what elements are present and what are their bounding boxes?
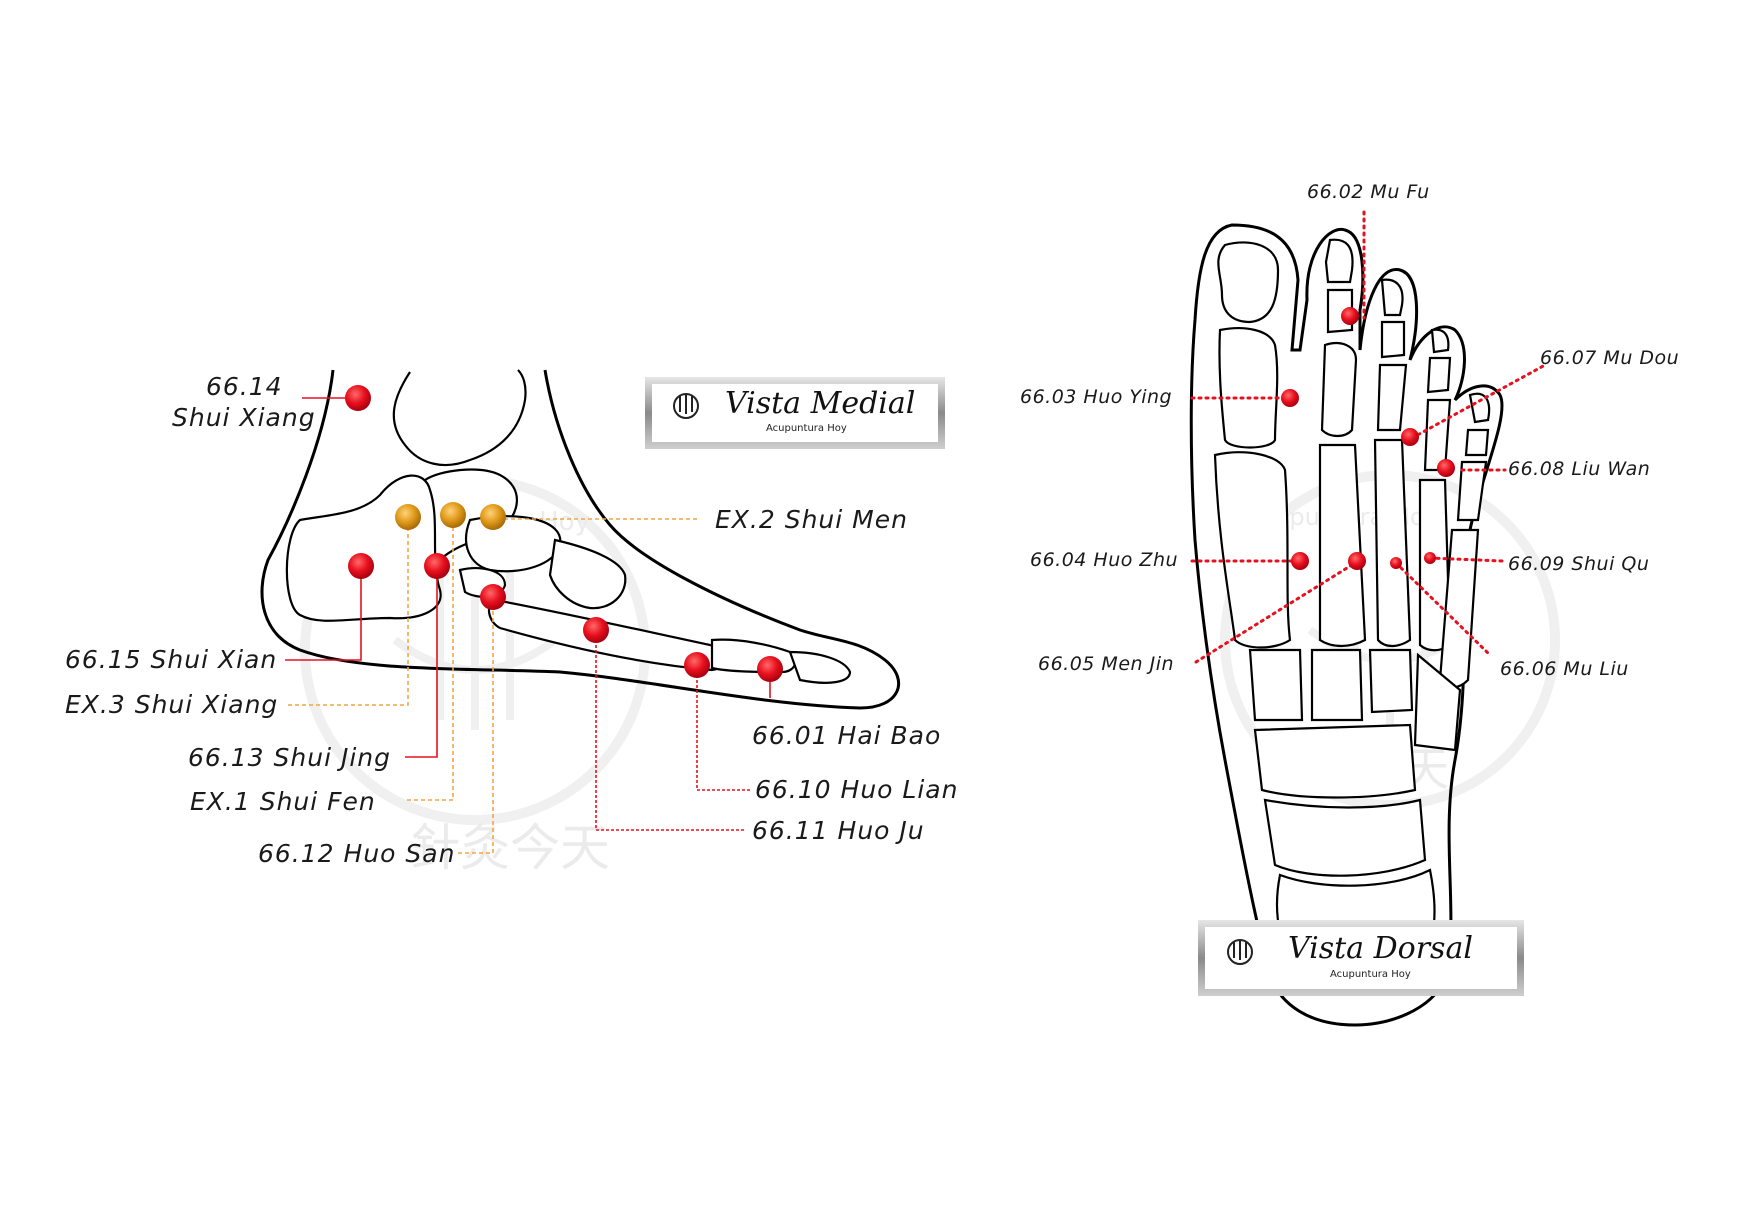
- point-66-09: [1424, 552, 1436, 564]
- point-ex3: [395, 504, 421, 530]
- leader-6610: [696, 665, 750, 791]
- point-66-15: [348, 553, 374, 579]
- leader-6605: [1194, 561, 1357, 664]
- label-6605: 66.05 Men Jin: [1038, 653, 1174, 675]
- medial-points: [345, 385, 783, 682]
- dorsal-badge-title: Vista Dorsal: [1288, 931, 1473, 966]
- point-66-05: [1348, 552, 1366, 570]
- medial-badge-subtitle: Acupuntura Hoy: [766, 423, 847, 434]
- medial-labels: 66.14 Shui Xiang EX.2 Shui Men 66.15 Shu…: [65, 372, 958, 868]
- point-66-02: [1341, 307, 1359, 325]
- point-66-03: [1281, 389, 1299, 407]
- point-66-11: [583, 617, 609, 643]
- label-6603: 66.03 Huo Ying: [1020, 386, 1172, 408]
- logo-icon: [1227, 939, 1253, 965]
- leader-6615: [285, 566, 362, 661]
- label-6613: 66.13 Shui Jing: [188, 743, 391, 772]
- medial-badge-title: Vista Medial: [725, 386, 915, 421]
- label-6614-code: 66.14: [206, 372, 283, 401]
- leader-6611: [595, 630, 745, 831]
- watermark-cjk: 針灸今天: [410, 819, 610, 877]
- point-ex2: [480, 504, 506, 530]
- medial-badge: Vista Medial Acupuntura Hoy: [645, 377, 945, 449]
- logo-icon: [673, 393, 699, 419]
- label-6607: 66.07 Mu Dou: [1540, 347, 1679, 369]
- label-6610: 66.10 Huo Lian: [755, 775, 958, 804]
- label-ex3: EX.3 Shui Xiang: [65, 690, 278, 719]
- dorsal-foot-drawing: [1189, 223, 1504, 1027]
- dorsal-leaders: [1190, 210, 1547, 664]
- leader-6613: [405, 566, 438, 758]
- leader-ex3: [285, 527, 409, 706]
- label-6606: 66.06 Mu Liu: [1500, 658, 1629, 680]
- label-6601: 66.01 Hai Bao: [752, 721, 941, 750]
- dorsal-badge: Vista Dorsal Acupuntura Hoy: [1198, 920, 1524, 996]
- leader-6609: [1428, 556, 1504, 563]
- label-6611: 66.11 Huo Ju: [752, 816, 925, 845]
- leader-6606: [1394, 561, 1492, 657]
- point-66-08: [1437, 459, 1455, 477]
- label-6604: 66.04 Huo Zhu: [1030, 549, 1178, 571]
- point-66-14: [345, 385, 371, 411]
- point-ex1: [440, 502, 466, 528]
- point-66-04: [1291, 552, 1309, 570]
- label-6608: 66.08 Liu Wan: [1508, 458, 1650, 480]
- dorsal-labels: 66.02 Mu Fu 66.03 Huo Ying 66.07 Mu Dou …: [1020, 181, 1679, 680]
- leader-6607: [1410, 363, 1547, 440]
- point-66-06: [1390, 557, 1402, 569]
- leader-6612: [455, 597, 494, 854]
- point-66-12: [480, 584, 506, 610]
- label-6602: 66.02 Mu Fu: [1307, 181, 1430, 203]
- label-6615: 66.15 Shui Xian: [65, 645, 277, 674]
- label-6614-name: Shui Xiang: [172, 403, 316, 432]
- leader-ex1: [405, 527, 454, 801]
- label-6609: 66.09 Shui Qu: [1508, 553, 1649, 575]
- dorsal-badge-subtitle: Acupuntura Hoy: [1330, 969, 1411, 980]
- point-66-10: [684, 652, 710, 678]
- label-ex2: EX.2 Shui Men: [715, 505, 908, 534]
- point-66-01: [757, 656, 783, 682]
- label-ex1: EX.1 Shui Fen: [190, 787, 376, 816]
- point-66-07: [1401, 428, 1419, 446]
- point-66-13: [424, 553, 450, 579]
- label-6612: 66.12 Huo San: [258, 839, 455, 868]
- dorsal-points: [1281, 307, 1455, 570]
